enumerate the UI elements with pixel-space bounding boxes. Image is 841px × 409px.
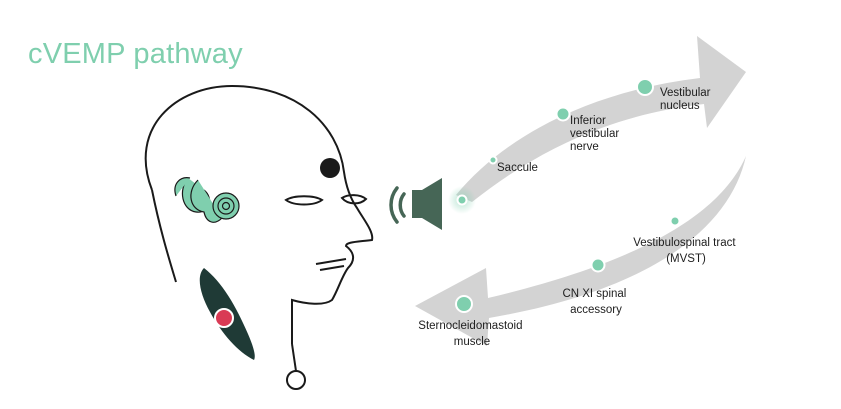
- upper-pathway-arrow: [456, 36, 746, 202]
- speaker-icon: [412, 178, 442, 230]
- label-vestibular-nucleus: Vestibular nucleus: [660, 87, 714, 112]
- inner-ear-icon: [174, 177, 240, 223]
- lower-pathway-arrow: [415, 156, 746, 346]
- back-of-head-outline: [151, 189, 177, 283]
- head-outline: [144, 84, 374, 344]
- mouth-lower: [319, 265, 345, 271]
- head-illustration: [144, 84, 374, 390]
- sound-waves-icon: [389, 186, 406, 224]
- label-inferior-vestibular-nerve: Inferior vestibular nerve: [570, 115, 622, 153]
- mouth-upper: [315, 258, 347, 265]
- node-vestibular-nucleus: [636, 78, 654, 96]
- node-inferior-vestibular-nerve: [555, 106, 571, 122]
- label-vestibulospinal-tract: Vestibulospinal tract (MVST): [633, 237, 739, 265]
- forehead-electrode: [320, 158, 340, 178]
- label-saccule: Saccule: [497, 162, 538, 174]
- node-vestibulospinal-tract: [669, 215, 681, 227]
- eye-right: [340, 194, 368, 205]
- label-sternocleidomastoid-muscle: Sternocleidomastoid muscle: [418, 320, 525, 348]
- label-cn-xi-spinal-accessory: CN XI spinal accessory: [562, 288, 629, 316]
- eye-left: [284, 195, 324, 206]
- page-title: cVEMP pathway: [28, 38, 243, 70]
- node-sternocleidomastoid-muscle: [455, 295, 473, 313]
- node-cn-xi-spinal-accessory: [590, 257, 606, 273]
- muscle-electrode: [214, 308, 234, 328]
- neck-electrode-ground: [286, 370, 306, 390]
- node-saccule: [456, 194, 468, 206]
- node-saccule-small: [488, 155, 498, 165]
- neck-electrode-wire: [291, 343, 297, 372]
